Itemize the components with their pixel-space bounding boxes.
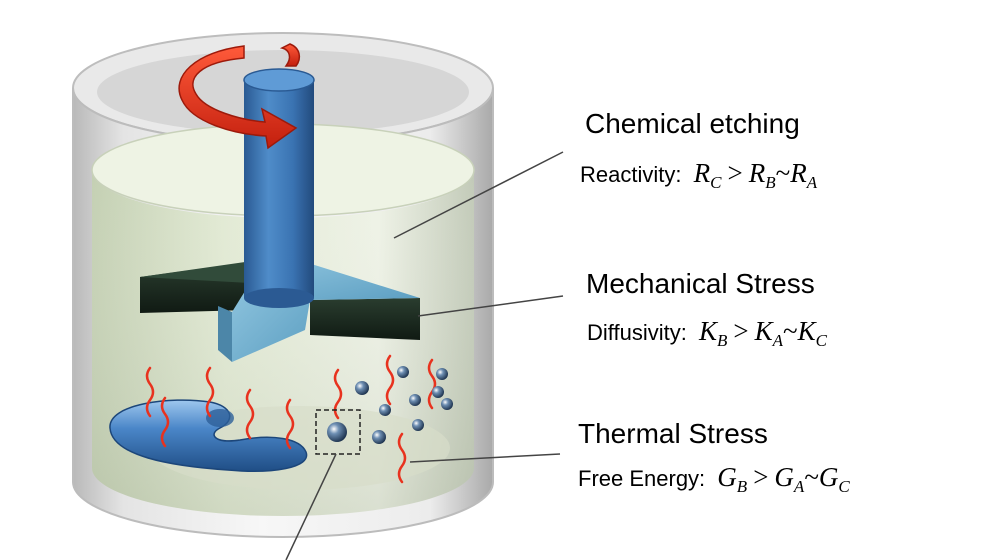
reactivity-formula: RC>RB~RA: [693, 158, 818, 192]
thermal-stress-title: Thermal Stress: [578, 418, 768, 449]
diffusivity-formula: KB>KA~KC: [698, 316, 827, 350]
free-energy-line: Free Energy: GB>GA~GC: [578, 462, 850, 497]
mechanical-stress-title: Mechanical Stress: [586, 268, 815, 299]
shaft-top: [243, 68, 315, 92]
curled-tube: [109, 399, 308, 472]
impeller-shaft: [244, 80, 314, 298]
nanoparticles: [327, 366, 453, 444]
reactivity-label: Reactivity:: [580, 162, 682, 187]
free-energy-formula: GB>GA~GC: [717, 462, 850, 496]
reactivity-line: Reactivity: RC>RB~RA: [580, 158, 817, 193]
impeller-blade-right: [310, 298, 420, 340]
leader-lines: [285, 151, 564, 560]
rotation-arrow: [178, 45, 298, 150]
diffusivity-label: Diffusivity:: [587, 320, 687, 345]
diffusivity-line: Diffusivity: KB>KA~KC: [587, 316, 827, 351]
free-energy-label: Free Energy:: [578, 466, 706, 491]
chemical-etching-title: Chemical etching: [585, 108, 800, 139]
particle-highlight-box: [315, 409, 361, 455]
